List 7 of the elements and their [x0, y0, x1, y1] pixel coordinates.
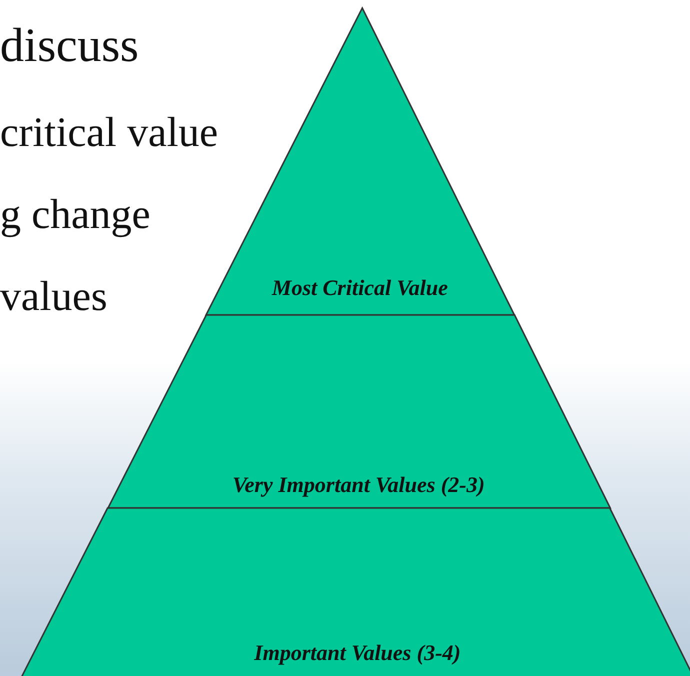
- slide-text: g change: [0, 194, 150, 236]
- tier-label: Most Critical Value: [270, 275, 449, 301]
- slide-text: values: [0, 276, 108, 318]
- slide-text: discuss: [0, 22, 139, 70]
- tier-label: Important Values (3-4): [253, 640, 462, 666]
- tier-label: Very Important Values (2-3): [231, 472, 486, 498]
- slide-text: critical value: [0, 112, 218, 154]
